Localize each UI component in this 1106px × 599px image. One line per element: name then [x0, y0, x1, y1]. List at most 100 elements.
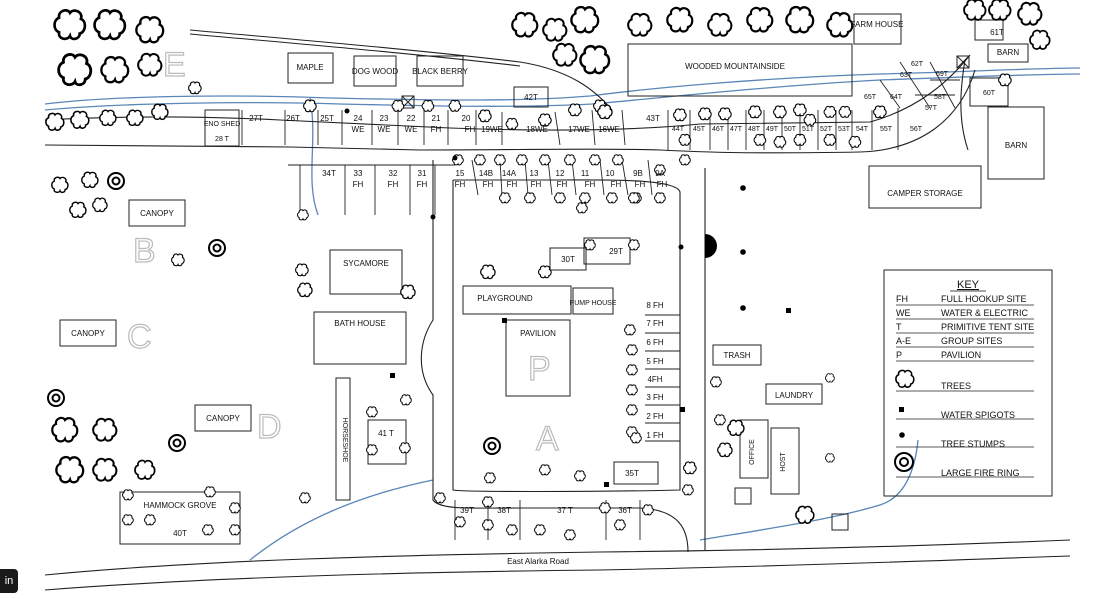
- tree-icon: [297, 209, 309, 221]
- key-desc: LARGE FIRE RING: [941, 468, 1020, 478]
- site-label: WE: [378, 125, 391, 134]
- tree-icon: [505, 117, 519, 130]
- tree-icon: [137, 52, 163, 77]
- key-abbr: P: [896, 350, 902, 360]
- site-label: 64T: [890, 94, 903, 101]
- site-label: 61T: [990, 28, 1004, 37]
- tree-icon: [642, 504, 654, 516]
- site-label: 48T: [748, 126, 761, 133]
- tree-icon: [434, 492, 446, 504]
- canopy-c-label: CANOPY: [71, 329, 105, 338]
- site-label: 9B: [633, 169, 643, 178]
- site-label: 25T: [320, 114, 334, 123]
- tree-icon: [538, 265, 552, 279]
- tree-icon: [838, 105, 852, 118]
- pavilion-label: PAVILION: [520, 329, 556, 338]
- horseshoe-label: HORSESHOE: [341, 418, 348, 463]
- building-labels: FARM HOUSE BARN BARN CAMPER STORAGE WOOD…: [71, 20, 1027, 566]
- site-label: 26T: [286, 114, 300, 123]
- tree-icon: [204, 486, 216, 498]
- site-label: FH: [531, 180, 542, 189]
- site-label: FH: [417, 180, 428, 189]
- playground-label: PLAYGROUND: [477, 294, 533, 303]
- site-label: FH: [635, 180, 646, 189]
- site-label: 51T: [802, 126, 815, 133]
- group-b-label: B: [133, 232, 156, 270]
- site-label: FH: [657, 180, 668, 189]
- site-label: FH: [507, 180, 518, 189]
- eno-shed-site-label: 28 T: [215, 136, 230, 143]
- tree-icon: [366, 406, 378, 418]
- tree-icon: [55, 455, 85, 484]
- dog-wood-label: DOG WOOD: [352, 67, 398, 76]
- tree-icon: [624, 324, 636, 336]
- site-label: 34T: [322, 169, 336, 178]
- tree-icon: [482, 519, 494, 531]
- tree-icon: [400, 284, 416, 300]
- water-spigot-icon: [899, 407, 904, 412]
- tree-icon: [628, 239, 640, 251]
- site-label: FH: [585, 180, 596, 189]
- tree-icon: [171, 253, 185, 267]
- site-label: 54T: [856, 126, 869, 133]
- tree-icon: [793, 103, 807, 117]
- site-label: 47T: [730, 126, 743, 133]
- tree-icon: [606, 192, 618, 204]
- key-abbr: A-E: [896, 336, 911, 346]
- tree-icon: [81, 171, 99, 189]
- pump-house-label: PUMP HOUSE: [570, 300, 617, 307]
- site-label: 30T: [561, 255, 575, 264]
- tree-icon: [122, 514, 134, 526]
- tree-icon: [626, 404, 638, 416]
- key-abbr: T: [896, 322, 902, 332]
- trash-label: TRASH: [723, 351, 750, 360]
- tree-icon: [795, 505, 815, 524]
- site-label: FH: [465, 125, 476, 134]
- tree-icon: [599, 502, 611, 514]
- tree-icon: [534, 524, 546, 536]
- tree-icon: [988, 0, 1012, 21]
- tree-icon: [825, 373, 835, 383]
- tree-icon: [678, 133, 692, 146]
- corner-badge[interactable]: in: [0, 569, 18, 593]
- site-label: FH: [353, 180, 364, 189]
- tree-icon: [400, 394, 412, 406]
- tree-icon: [134, 459, 156, 480]
- tree-icon: [299, 492, 311, 504]
- tree-icon: [785, 5, 815, 34]
- tree-icon: [421, 99, 435, 112]
- site-label: FH: [431, 125, 442, 134]
- stumps-spigots: [344, 108, 791, 487]
- tree-icon: [554, 192, 566, 204]
- site-label: 14B: [479, 169, 493, 178]
- tree-icon: [698, 107, 712, 121]
- tree-icon: [516, 154, 528, 166]
- site-label: 53T: [838, 126, 851, 133]
- tree-icon: [57, 53, 93, 87]
- tree-icon: [297, 282, 313, 298]
- tree-icon: [151, 103, 169, 121]
- tree-icon: [564, 154, 576, 166]
- fire-ring-icon: [894, 452, 914, 472]
- key-desc: WATER & ELECTRIC: [941, 308, 1029, 318]
- tree-icon: [366, 444, 378, 456]
- key-desc: TREES: [941, 381, 971, 391]
- tree-icon: [963, 0, 987, 21]
- site-label: 19WE: [481, 125, 503, 134]
- tree-icon: [552, 42, 578, 67]
- site-label: 16WE: [598, 125, 620, 134]
- site-label: FH: [388, 180, 399, 189]
- site-label: 17WE: [568, 125, 590, 134]
- site-label: 9A: [655, 169, 665, 178]
- tree-icon: [718, 107, 732, 121]
- site-label: 7 FH: [646, 319, 664, 328]
- key-abbr: WE: [896, 308, 911, 318]
- map-key: KEY FH FULL HOOKUP SITE WE WATER & ELECT…: [894, 279, 1034, 478]
- tree-icon: [626, 384, 638, 396]
- site-label: 18WE: [526, 125, 548, 134]
- tree-icon: [478, 109, 492, 123]
- site-label: 49T: [766, 126, 779, 133]
- tree-icon: [484, 472, 496, 484]
- site-label: 10: [606, 169, 615, 178]
- tree-icon: [474, 154, 486, 166]
